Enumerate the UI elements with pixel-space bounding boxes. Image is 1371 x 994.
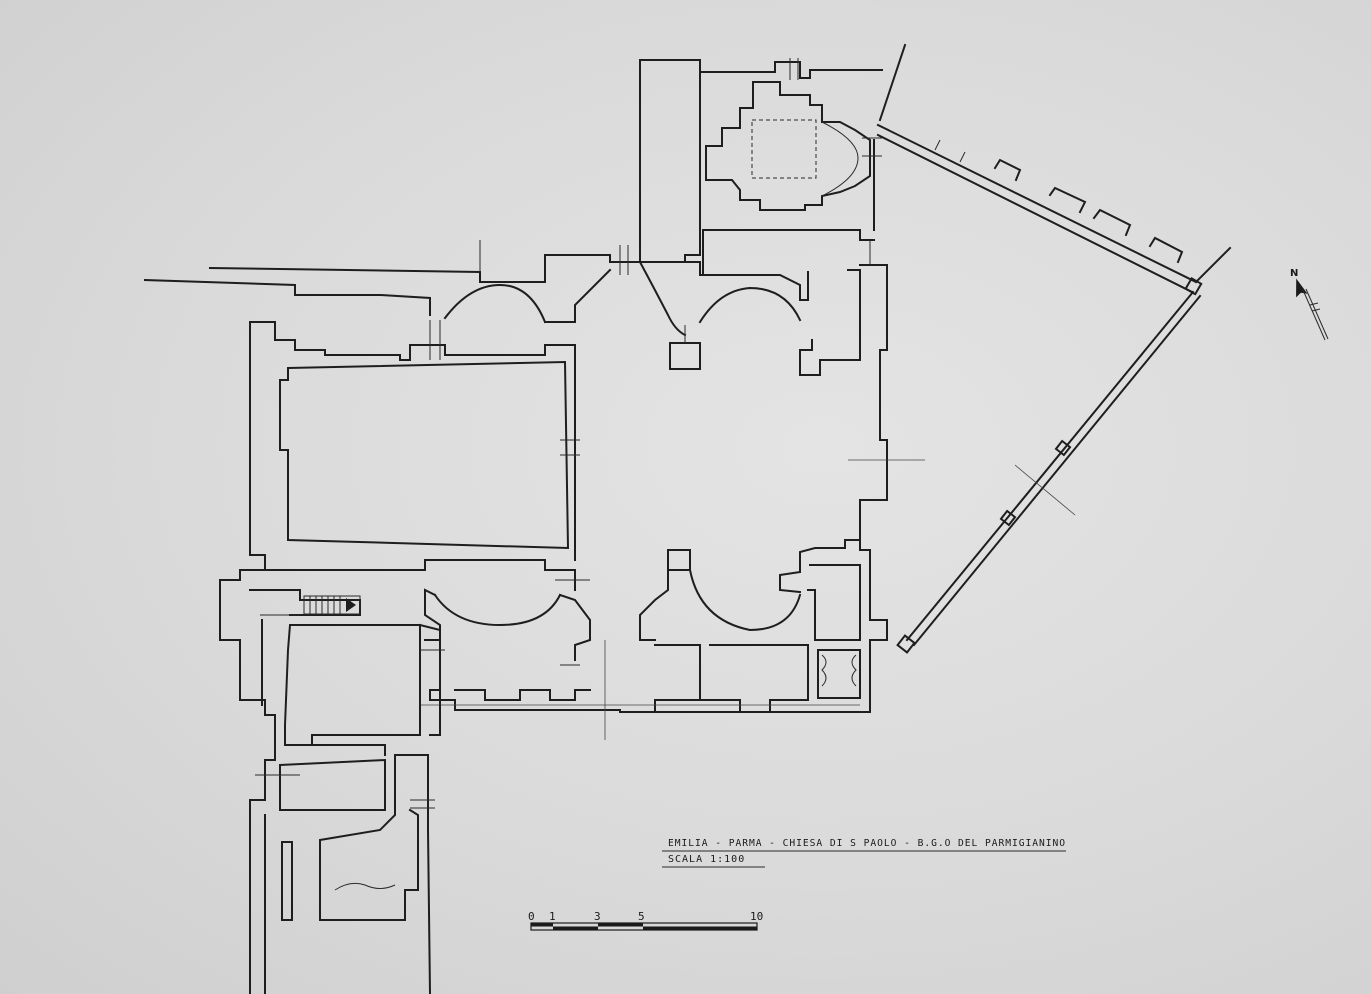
north-arrow: N: [1290, 268, 1329, 341]
scale-tick-3: 3: [594, 910, 601, 923]
scale-tick-0: 0: [528, 910, 535, 923]
scale-tick-10: 10: [750, 910, 763, 923]
title-line-1: EMILIA - PARMA - CHIESA DI S PAOLO - B.G…: [668, 838, 1066, 849]
church-nave: [143, 229, 925, 994]
title-block: EMILIA - PARMA - CHIESA DI S PAOLO - B.G…: [662, 838, 1066, 868]
title-line-2: SCALA 1:100: [668, 854, 745, 865]
scale-tick-1: 1: [549, 910, 556, 923]
top-chapel: [639, 58, 883, 261]
north-arrow-label: N: [1290, 268, 1298, 279]
staircase: [303, 595, 361, 615]
scale-bar: 0 1 3 5 10: [528, 910, 763, 931]
courtyard-walls: [876, 43, 1232, 654]
scale-tick-5: 5: [638, 910, 645, 923]
